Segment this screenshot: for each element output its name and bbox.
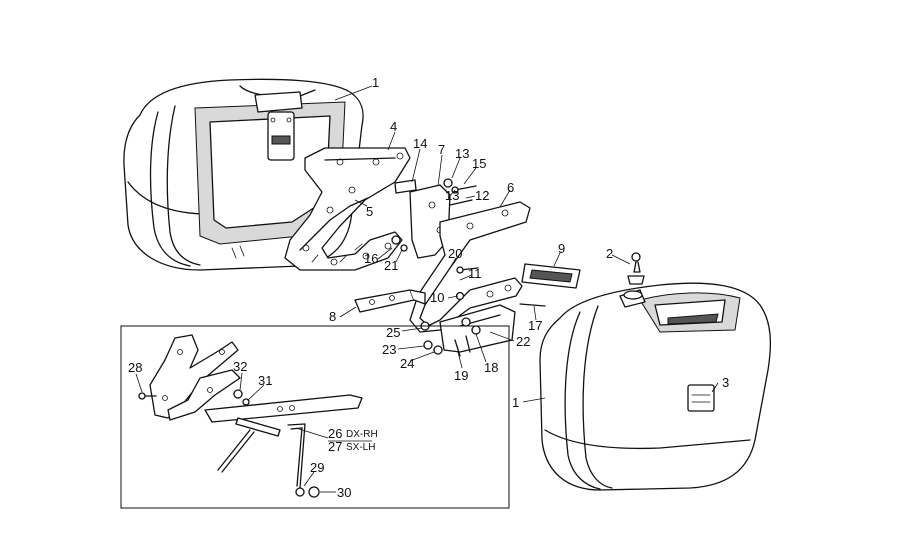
- callout-30: 30: [337, 485, 351, 500]
- callout-8: 8: [329, 309, 336, 324]
- callout-18: 18: [484, 360, 498, 375]
- callout-13-a: 13: [455, 146, 469, 161]
- callout-1-top: 1: [372, 75, 379, 90]
- callout-5: 5: [366, 204, 373, 219]
- callout-17: 17: [528, 318, 542, 333]
- callout-29: 29: [310, 460, 324, 475]
- callout-28: 28: [128, 360, 142, 375]
- callout-11: 11: [468, 266, 482, 281]
- callout-26-note: DX-RH: [346, 429, 378, 440]
- callout-21: 21: [384, 258, 398, 273]
- callout-1-bottom: 1: [512, 395, 519, 410]
- callout-15: 15: [472, 156, 486, 171]
- callout-13-b: 13: [445, 188, 459, 203]
- callout-12: 12: [475, 188, 489, 203]
- callout-14: 14: [413, 136, 427, 151]
- callout-19: 19: [454, 368, 468, 383]
- small-brackets: [394, 179, 451, 259]
- callout-22: 22: [516, 334, 530, 349]
- callout-labels: 1 4 5 14 7 13 15 13 12 6 9 2 3 1 20 11 1…: [128, 75, 729, 500]
- key-and-lock: [623, 252, 645, 300]
- callout-25: 25: [386, 325, 400, 340]
- callout-24: 24: [400, 356, 414, 371]
- grab-bar: [521, 263, 581, 289]
- callout-27-note: SX-LH: [346, 442, 375, 453]
- mounting-plate: [284, 147, 411, 271]
- callout-20: 20: [448, 246, 462, 261]
- callout-10: 10: [430, 290, 444, 305]
- callout-26: 26: [328, 426, 342, 441]
- callout-9: 9: [558, 241, 565, 256]
- callout-3: 3: [722, 375, 729, 390]
- left-bar: [354, 289, 426, 313]
- main-frame: [409, 201, 531, 333]
- callout-2: 2: [606, 246, 613, 261]
- detail-inset: [120, 325, 510, 509]
- left-pannier-case: [123, 78, 364, 271]
- callout-23: 23: [382, 342, 396, 357]
- callout-7: 7: [438, 142, 445, 157]
- callout-31: 31: [258, 373, 272, 388]
- callout-32: 32: [233, 359, 247, 374]
- callout-4: 4: [390, 119, 397, 134]
- callout-16: 16: [364, 251, 378, 266]
- leader-lines: [135, 85, 719, 493]
- callout-6: 6: [507, 180, 514, 195]
- right-pannier-case: [539, 282, 772, 491]
- callout-27: 27: [328, 439, 342, 454]
